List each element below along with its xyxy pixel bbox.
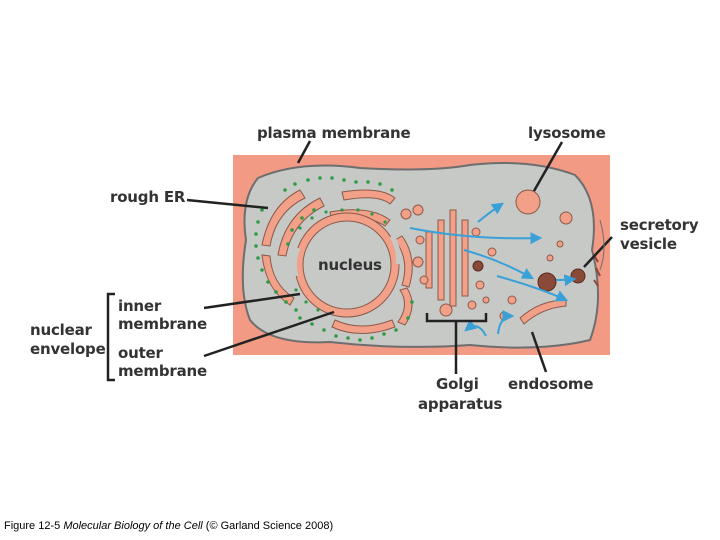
label-golgi-line2: apparatus: [418, 395, 503, 413]
caption-suffix: (© Garland Science 2008): [202, 520, 334, 532]
label-lysosome: lysosome: [528, 124, 606, 142]
label-secretory-vesicle-line2: vesicle: [620, 235, 677, 253]
nuclear-ribosomes: [294, 208, 387, 312]
label-nucleus: nucleus: [318, 256, 382, 274]
label-nuclear-envelope-line2: envelope: [30, 340, 106, 358]
label-plasma-membrane: plasma membrane: [257, 124, 411, 142]
lysosome-small: [559, 211, 573, 225]
endosomes: [499, 240, 567, 325]
secretory-vesicles: [472, 254, 601, 292]
label-secretory-vesicle-line1: secretory: [620, 216, 699, 234]
label-rough-er: rough ER: [110, 188, 186, 206]
ribosomes: [254, 176, 414, 342]
golgi-apparatus: [400, 204, 497, 317]
label-outer-membrane-line1: outer: [118, 344, 163, 362]
caption-book-title: Molecular Biology of the Cell: [63, 520, 203, 532]
membrane-outline: [599, 219, 605, 271]
transport-arrows: [409, 202, 577, 337]
lysosome-organelle: [515, 189, 541, 215]
leader-lines: [106, 140, 613, 382]
label-endosome: endosome: [508, 375, 594, 393]
label-inner-membrane-line2: membrane: [118, 315, 207, 333]
nucleus: [291, 212, 401, 318]
caption-prefix: Figure 12-5: [4, 520, 64, 532]
label-outer-membrane-line2: membrane: [118, 362, 207, 380]
figure-caption: Figure 12-5 Molecular Biology of the Cel…: [4, 520, 333, 532]
label-inner-membrane-line1: inner: [118, 297, 162, 315]
label-golgi-line1: Golgi: [436, 375, 479, 393]
label-nuclear-envelope-line1: nuclear: [30, 321, 92, 339]
